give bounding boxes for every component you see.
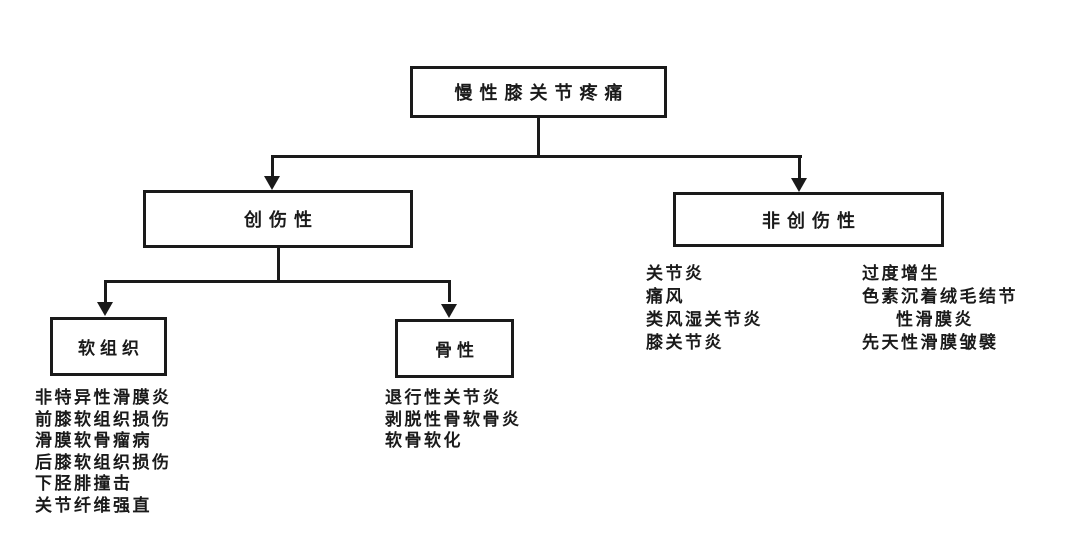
- connector-traumatic-stem: [277, 247, 280, 283]
- connector-traumatic-drop: [271, 155, 274, 178]
- soft-tissue-list: 非特异性滑膜炎 前膝软组织损伤 滑膜软骨瘤病 后膝软组织损伤 下胫腓撞击 关节纤…: [35, 388, 172, 517]
- connector-level2-hline: [104, 280, 451, 283]
- down-arrowhead-icon: [264, 176, 280, 190]
- list-item: 先天性滑膜皱襞: [862, 333, 999, 353]
- connector-level1-hline: [271, 155, 802, 158]
- list-item: 性滑膜炎: [896, 310, 974, 330]
- node-traumatic: 创伤性: [143, 190, 413, 248]
- list-item: 软骨软化: [385, 431, 463, 451]
- node-bony: 骨性: [395, 319, 514, 378]
- list-item: 退行性关节炎: [385, 388, 502, 408]
- node-root: 慢性膝关节疼痛: [410, 66, 667, 118]
- node-soft-tissue: 软组织: [50, 317, 167, 376]
- down-arrowhead-icon: [791, 178, 807, 192]
- connector-root-stem: [537, 117, 540, 157]
- list-item: 滑膜软骨瘤病: [35, 431, 152, 451]
- connector-bony-drop: [448, 280, 451, 302]
- non-traumatic-list-col1: 关节炎 痛风 类风湿关节炎 膝关节炎: [646, 263, 763, 355]
- list-item: 色素沉着绒毛结节: [862, 287, 1018, 307]
- list-item: 关节纤维强直: [35, 495, 152, 516]
- list-item: 后膝软组织损伤: [35, 452, 172, 473]
- down-arrowhead-icon: [441, 304, 457, 318]
- list-item: 痛风: [646, 287, 685, 307]
- non-traumatic-list-col2: 过度增生 色素沉着绒毛结节 性滑膜炎 先天性滑膜皱襞: [862, 263, 1018, 355]
- list-item: 剥脱性骨软骨炎: [385, 409, 522, 430]
- list-item: 过度增生: [862, 264, 940, 284]
- bony-list: 退行性关节炎 剥脱性骨软骨炎 软骨软化: [385, 388, 522, 453]
- down-arrowhead-icon: [97, 302, 113, 316]
- node-non-traumatic: 非创伤性: [673, 192, 944, 247]
- list-item: 膝关节炎: [646, 333, 724, 353]
- list-item: 类风湿关节炎: [646, 310, 763, 330]
- list-item: 前膝软组织损伤: [35, 409, 172, 430]
- list-item: 下胫腓撞击: [35, 474, 133, 494]
- list-item: 关节炎: [646, 264, 705, 284]
- connector-nontraumatic-drop: [798, 155, 801, 178]
- connector-softtissue-drop: [104, 280, 107, 302]
- list-item: 非特异性滑膜炎: [35, 388, 172, 408]
